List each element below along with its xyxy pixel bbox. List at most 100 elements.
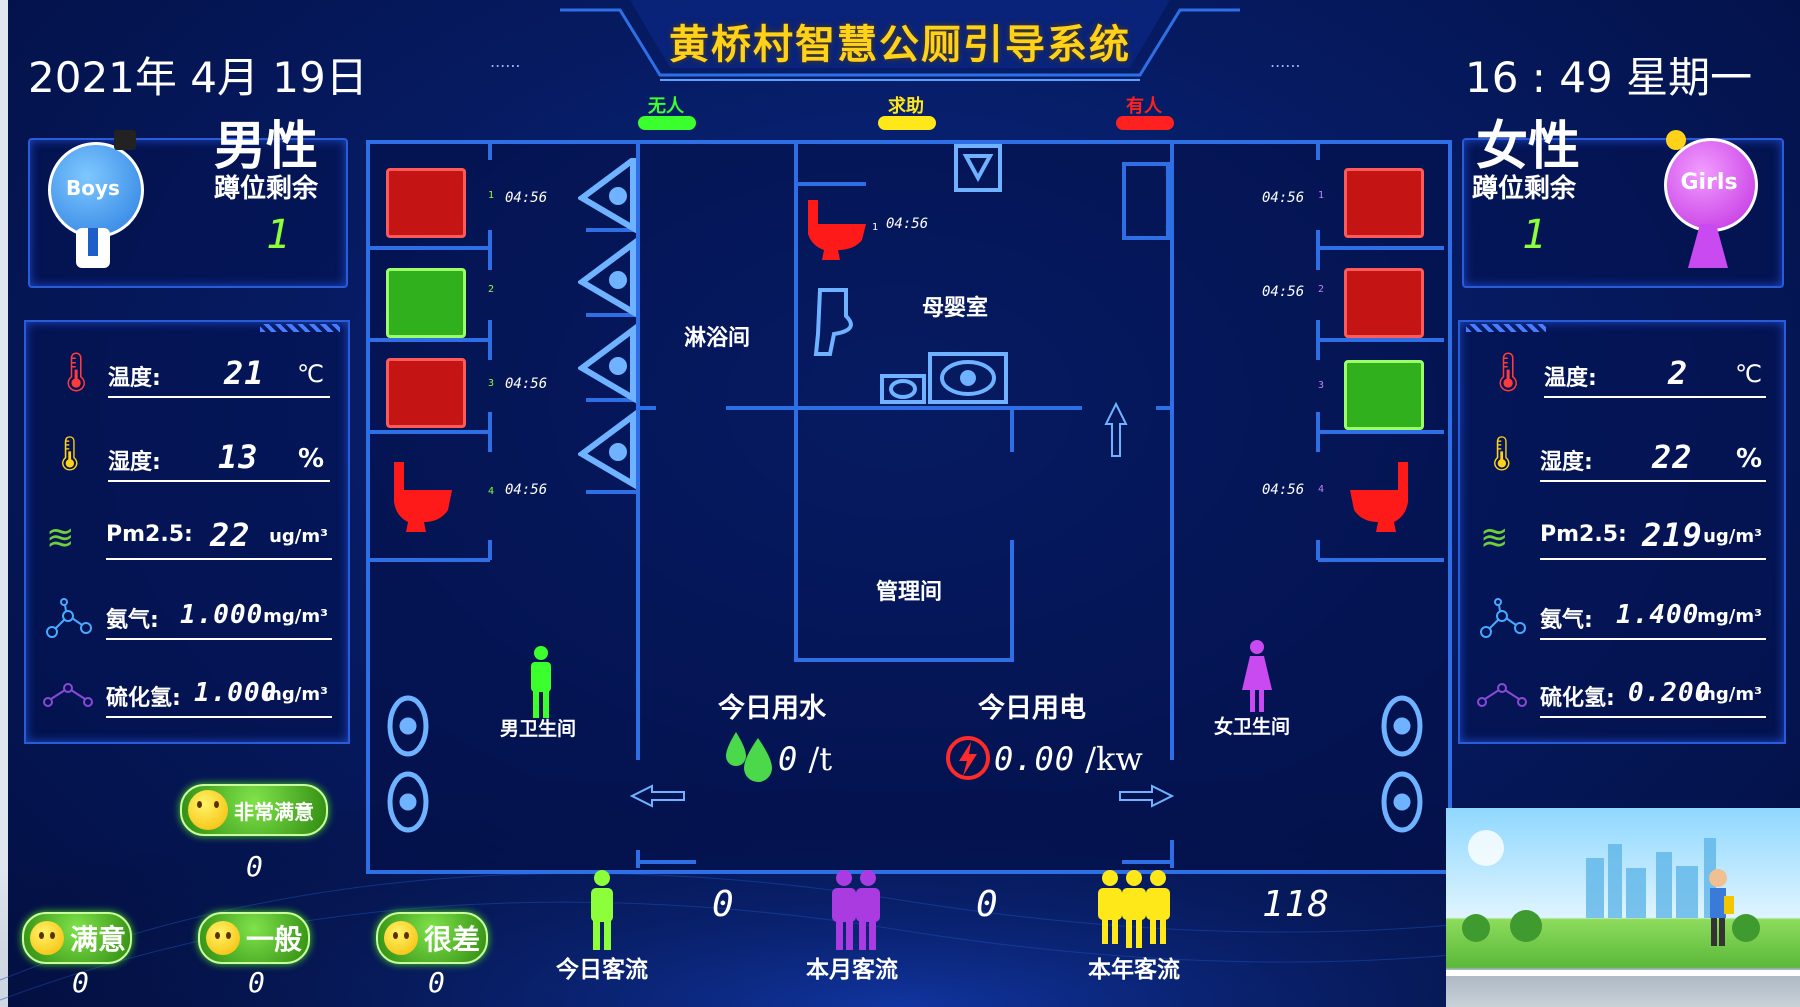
female-h2s-unit: mg/m³: [1697, 684, 1762, 705]
urinal-icons: [578, 158, 636, 490]
female-pm-icon: ≋: [1480, 518, 1509, 558]
male-stall-1-no: 1: [488, 190, 495, 201]
header-dots-right: ......: [1270, 52, 1301, 71]
male-humidity-value: 13: [218, 438, 259, 476]
male-ammonia-value: 1.000: [180, 600, 264, 630]
female-person-icon: [1240, 640, 1274, 712]
female-stall-1[interactable]: [1344, 168, 1424, 238]
female-stall-1-time: 04:56: [1262, 190, 1305, 206]
time-display: 16 : 49 星期一: [1465, 53, 1753, 102]
male-pm-unit: ug/m³: [269, 526, 328, 547]
male-pm-icon: ≋: [46, 518, 75, 558]
female-stall-3-no: 3: [1318, 380, 1325, 391]
legend-occupied: 有人: [1114, 92, 1174, 130]
year-traffic-value: 118: [1262, 884, 1331, 925]
average-button[interactable]: 一般: [198, 912, 310, 964]
header-dots-left: ......: [490, 52, 521, 71]
average-count: 0: [248, 966, 266, 999]
female-h2s-icon: [1476, 680, 1528, 710]
male-stall-4-toilet-icon[interactable]: [390, 462, 454, 532]
legend-help: 求助: [876, 92, 936, 130]
female-pm-unit: ug/m³: [1703, 526, 1762, 547]
male-sink-icons: [387, 695, 429, 833]
header-banner: [560, 0, 1240, 81]
male-stall-4-no: 4: [488, 486, 495, 497]
power-bolt-icon: [944, 734, 992, 782]
male-h2s-icon: [42, 680, 94, 710]
male-humidity-icon: 🌡: [48, 434, 92, 474]
date-display: 2021年 4月 19日: [28, 53, 368, 102]
shower-room-label: 淋浴间: [684, 326, 751, 351]
female-sink-icons: [1381, 695, 1423, 833]
female-stall-4-toilet-icon[interactable]: [1348, 462, 1412, 532]
power-usage-unit: /kw: [1085, 740, 1143, 778]
legend-help-pill: [878, 116, 936, 130]
male-temp-row: 温度: 21 ℃: [108, 354, 330, 398]
female-stall-1-no: 1: [1318, 190, 1325, 201]
boys-avatar: Boys: [48, 124, 144, 274]
female-remaining-label: 蹲位剩余: [1472, 174, 1577, 204]
smile-face-icon: [30, 921, 64, 955]
today-traffic-label: 今日客流: [556, 957, 648, 983]
female-stall-3[interactable]: [1344, 360, 1424, 430]
male-stall-1-time: 04:56: [505, 190, 548, 206]
male-remaining-label: 蹲位剩余: [214, 174, 319, 204]
male-pm-value: 22: [210, 516, 251, 554]
page-title: 黄桥村智慧公厕引导系统: [669, 22, 1131, 68]
promo-video-thumbnail[interactable]: [1446, 808, 1800, 1007]
male-stall-2[interactable]: [386, 268, 466, 338]
left-arrow-icon: [630, 784, 685, 808]
month-traffic-value: 0: [976, 884, 999, 925]
water-usage-label: 今日用水: [718, 693, 826, 724]
satisfied-button[interactable]: 满意: [22, 912, 132, 964]
female-temp-value: 2: [1668, 354, 1689, 392]
legend-free-pill: [638, 116, 696, 130]
female-restroom-label: 女卫生间: [1214, 716, 1291, 738]
male-env-panel: [24, 320, 350, 744]
male-remaining-count: 1: [266, 212, 292, 258]
male-stall-3-time: 04:56: [505, 376, 548, 392]
up-arrow-icon: [1104, 402, 1128, 457]
very-satisfied-count: 0: [246, 850, 264, 883]
male-thermometer-icon: 🌡: [52, 350, 101, 394]
power-usage-value-row: 0.00 /kw: [994, 740, 1143, 778]
female-h2s-row: 硫化氢: 0.200 mg/m³: [1540, 678, 1766, 718]
mother-room-toilet-icon[interactable]: [806, 200, 870, 260]
male-stall-1[interactable]: [386, 168, 466, 238]
female-stall-2-time: 04:56: [1262, 284, 1305, 300]
female-thermometer-icon: 🌡: [1484, 350, 1533, 394]
female-pm-row: Pm2.5: 219 ug/m³: [1540, 516, 1766, 560]
female-env-panel-stripes: [1466, 324, 1546, 332]
male-restroom-label: 男卫生间: [500, 718, 577, 740]
male-stall-2-no: 2: [488, 284, 495, 295]
city-skyline-scene: [1446, 830, 1800, 976]
laughing-face-icon: [188, 790, 228, 830]
female-temp-unit: ℃: [1735, 360, 1762, 388]
mother-stall-time: 04:56: [886, 216, 929, 232]
female-stall-4-time: 04:56: [1262, 482, 1305, 498]
today-traffic-icon: [586, 870, 618, 950]
male-ammonia-icon: [44, 598, 94, 638]
mother-room-fixtures: [813, 144, 1008, 404]
male-pm-row: Pm2.5: 22 ug/m³: [106, 516, 332, 560]
right-arrow-icon: [1119, 784, 1174, 808]
very-satisfied-button[interactable]: 非常满意: [180, 784, 328, 836]
legend-occupied-pill: [1116, 116, 1174, 130]
male-stall-3[interactable]: [386, 358, 466, 428]
female-stall-2[interactable]: [1344, 268, 1424, 338]
water-usage-value: 0: [778, 740, 799, 778]
female-h2s-value: 0.200: [1628, 678, 1712, 708]
month-traffic-icon: [828, 870, 884, 950]
male-h2s-value: 1.000: [194, 678, 278, 708]
female-ammonia-icon: [1478, 598, 1528, 638]
water-drop-icon: [722, 728, 776, 784]
male-h2s-unit: mg/m³: [263, 684, 328, 705]
female-humidity-unit: %: [1735, 444, 1762, 474]
female-ammonia-row: 氨气: 1.400 mg/m³: [1540, 600, 1766, 640]
legend-free: 无人: [636, 92, 696, 130]
year-traffic-label: 本年客流: [1088, 957, 1180, 983]
female-humidity-icon: 🌡: [1480, 434, 1524, 474]
female-stall-2-no: 2: [1318, 284, 1325, 295]
poor-button[interactable]: 很差: [376, 912, 488, 964]
